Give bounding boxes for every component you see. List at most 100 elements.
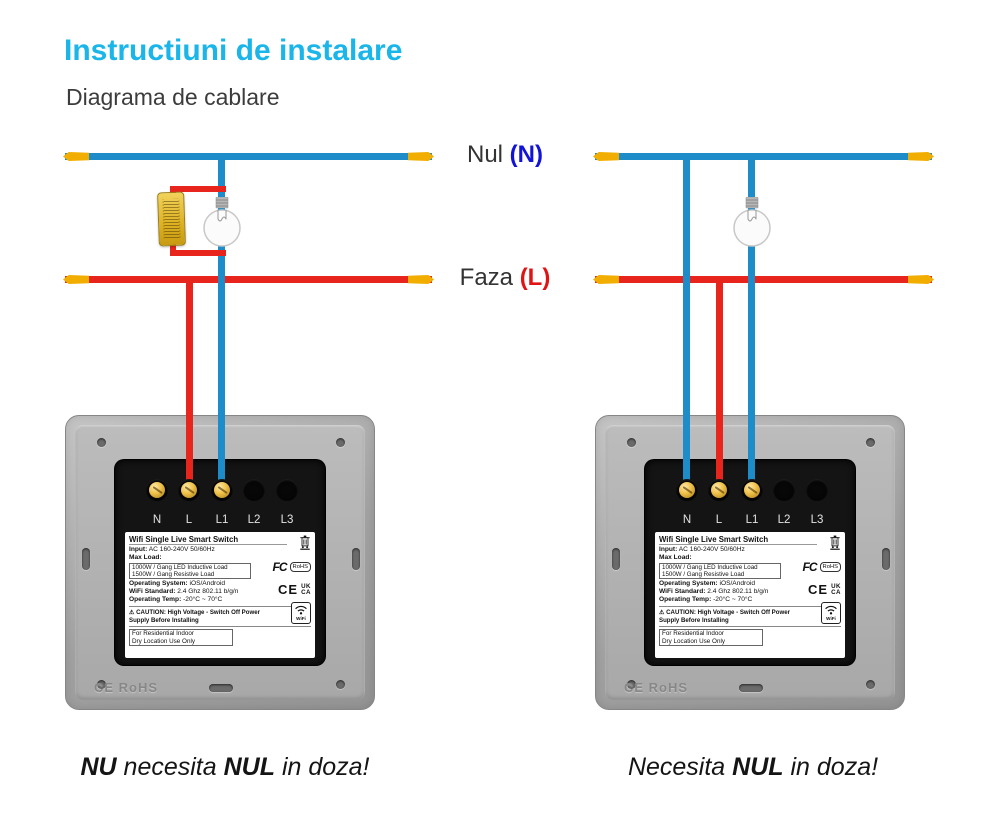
- wifi-icon-badge: WiFi: [291, 602, 311, 624]
- lamp-wire-drop-right: [748, 153, 755, 488]
- bypass-capacitor: [157, 191, 186, 247]
- divider: [129, 626, 311, 627]
- terminal-screw-l1: [214, 482, 230, 498]
- frame-ce-rohs-mark: CE RoHS: [94, 680, 159, 695]
- spec-title: Wifi Single Live Smart Switch: [129, 535, 287, 545]
- wifi-badge-text: WiFi: [296, 616, 306, 621]
- spec-input-value: AC 160-240V 50/60Hz: [147, 546, 215, 553]
- frame-ce-rohs-mark: CE RoHS: [624, 680, 689, 695]
- screw-hole: [627, 438, 636, 447]
- terminal-l3: [806, 479, 828, 501]
- page-subtitle: Diagrama de cablare: [66, 84, 280, 110]
- spec-load-line2: 1500W / Gang Resistive Load: [132, 571, 215, 578]
- spec-label: Wifi Single Live Smart Switch Input: AC …: [125, 532, 315, 658]
- spec-indoor-line2: Dry Location Use Only: [662, 637, 725, 645]
- terminal-label-l2: L2: [777, 514, 791, 526]
- switch-module-left: CE RoHS N L L1 L2 L3 Wifi Single Live Sm…: [65, 415, 375, 710]
- spec-indoor: For Residential Indoor Dry Location Use …: [659, 629, 763, 646]
- terminal-l2: [773, 479, 795, 501]
- spec-load-box: 1000W / Gang LED Inductive Load 1500W / …: [659, 563, 781, 579]
- terminal-l2: [243, 479, 265, 501]
- spec-os: Operating System: iOS/Android: [129, 580, 311, 588]
- spec-caution-line1: ⚠ CAUTION: High Voltage - Switch Off Pow…: [129, 609, 260, 616]
- spec-os-value: iOS/Android: [717, 580, 756, 587]
- caption-left-bold2: NUL: [223, 753, 275, 781]
- terminal-screw-l1: [744, 482, 760, 498]
- spec-load-line1: 1000W / Gang LED Inductive Load: [662, 564, 758, 571]
- screw-hole: [97, 680, 106, 689]
- spec-load-line1: 1000W / Gang LED Inductive Load: [132, 564, 228, 571]
- terminals: [595, 415, 905, 710]
- wire-tip: [593, 275, 619, 284]
- neutral-wire-drop-right: [683, 153, 690, 488]
- switch-module-right: CE RoHS N L L1 L2 L3 Wifi Single Live Sm…: [595, 415, 905, 710]
- divider: [659, 626, 841, 627]
- spec-wifi-value: 2.4 Ghz 802.11 b/g/n: [175, 588, 239, 595]
- wire-tip: [908, 275, 934, 284]
- fcc-mark: FC: [272, 560, 288, 574]
- cert-marks: FC RoHS: [273, 560, 311, 574]
- spec-wifi-label: WiFi Standard:: [129, 588, 176, 595]
- live-label-mark: (L): [519, 264, 551, 291]
- terminal-label-l1: L1: [215, 514, 229, 526]
- wire-tip: [593, 152, 619, 161]
- divider: [659, 606, 841, 607]
- spec-title: Wifi Single Live Smart Switch: [659, 535, 817, 545]
- capacitor-loop-top: [170, 186, 226, 192]
- terminal-label-l1: L1: [745, 514, 759, 526]
- spec-os: Operating System: iOS/Android: [659, 580, 841, 588]
- weee-bin-icon: [830, 535, 840, 550]
- spec-input-label: Input:: [129, 546, 148, 553]
- ukca-line2: CA: [301, 588, 311, 596]
- screw-hole: [336, 438, 345, 447]
- weee-bin-icon: [300, 535, 310, 550]
- screw-hole: [336, 680, 345, 689]
- spec-caution-line2: Supply Before Installing: [659, 616, 729, 624]
- spec-os-value: iOS/Android: [187, 580, 226, 587]
- screw-hole: [97, 438, 106, 447]
- wifi-icon: [295, 605, 307, 615]
- spec-input: Input: AC 160-240V 50/60Hz: [129, 546, 311, 554]
- neutral-label-text: Nul: [466, 141, 510, 168]
- spec-temp-value: -20°C ~ 70°C: [711, 596, 753, 603]
- caption-right: Necesita NUL in doza!: [588, 753, 918, 782]
- caption-left-text1: necesita: [116, 753, 224, 781]
- rohs-mark: RoHS: [289, 562, 311, 572]
- terminal-label-n: N: [152, 514, 162, 526]
- spec-label: Wifi Single Live Smart Switch Input: AC …: [655, 532, 845, 658]
- spec-temp-label: Operating Temp:: [659, 596, 712, 603]
- cert-marks: FC RoHS: [803, 560, 841, 574]
- ukca-line1: UK: [301, 582, 311, 590]
- ukca-line1: UK: [831, 582, 841, 590]
- spec-wifi: WiFi Standard: 2.4 Ghz 802.11 b/g/n: [659, 588, 841, 596]
- spec-maxload: Max Load:: [129, 554, 311, 562]
- mounting-slot: [612, 548, 620, 570]
- lamp-wire-drop-left: [218, 153, 225, 488]
- spec-input-value: AC 160-240V 50/60Hz: [677, 546, 745, 553]
- wifi-icon: [825, 605, 837, 615]
- terminal-screw-l: [711, 482, 727, 498]
- mounting-slot: [352, 548, 360, 570]
- terminal-l3: [276, 479, 298, 501]
- spec-temp-value: -20°C ~ 70°C: [181, 596, 223, 603]
- terminal-label-l2: L2: [247, 514, 261, 526]
- screw-hole: [627, 680, 636, 689]
- wire-tip: [63, 275, 89, 284]
- spec-temp: Operating Temp: -20°C ~ 70°C: [659, 596, 841, 604]
- spec-indoor-line1: For Residential Indoor: [662, 630, 724, 637]
- light-bulb-left: [203, 197, 241, 247]
- spec-maxload-label: Max Load:: [129, 554, 162, 561]
- spec-wifi-value: 2.4 Ghz 802.11 b/g/n: [705, 588, 769, 595]
- light-bulb-right: [733, 197, 771, 247]
- spec-caution-line1: ⚠ CAUTION: High Voltage - Switch Off Pow…: [659, 609, 790, 616]
- live-wire-drop-left: [186, 276, 193, 488]
- live-wire-horizontal-left: [63, 275, 434, 284]
- spec-indoor-line2: Dry Location Use Only: [132, 637, 195, 645]
- mounting-slot: [739, 684, 763, 692]
- terminal-screw-l: [181, 482, 197, 498]
- terminal-label-l3: L3: [810, 514, 824, 526]
- spec-indoor-line1: For Residential Indoor: [132, 630, 194, 637]
